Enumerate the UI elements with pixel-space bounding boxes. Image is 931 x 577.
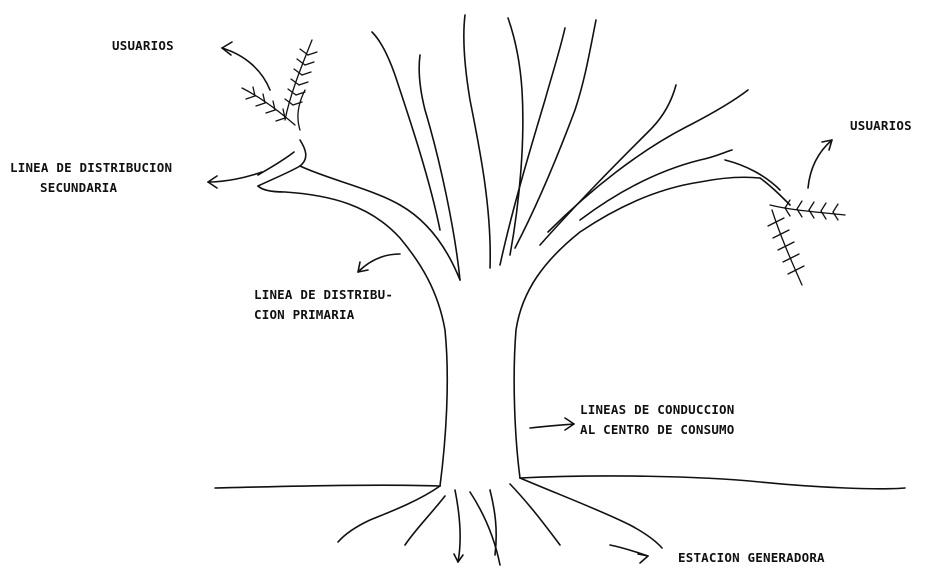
left-branch-lower xyxy=(257,151,295,176)
label-conduccion: LINEAS DE CONDUCCION AL CENTRO DE CONSUM… xyxy=(580,400,735,440)
usuarios-left-text: USUARIOS xyxy=(112,38,174,53)
left-branch-inner xyxy=(299,165,461,281)
secundaria-line1: LINEA DE DISTRIBUCION xyxy=(10,160,173,175)
trunk-left-edge xyxy=(257,185,449,487)
root-2 xyxy=(454,489,461,563)
center-branch-right-b xyxy=(499,27,566,266)
conduccion-line1: LINEAS DE CONDUCCION xyxy=(580,402,735,417)
right-branch-a xyxy=(539,84,677,246)
arrow-generadora xyxy=(609,544,649,564)
conduccion-line2: AL CENTRO DE CONSUMO xyxy=(580,422,735,437)
right-secondary-branch xyxy=(724,159,791,206)
trunk-right-edge xyxy=(513,176,761,479)
right-branch-c xyxy=(579,149,733,221)
left-branch-upper xyxy=(257,139,307,187)
root-7 xyxy=(404,495,446,546)
right-leaf-cluster xyxy=(767,199,846,286)
generadora-text: ESTACION GENERADORA xyxy=(678,550,825,565)
root-1 xyxy=(337,485,441,543)
left-leaf-cluster xyxy=(241,39,318,131)
root-4 xyxy=(489,489,497,556)
label-usuarios-right: USUARIOS xyxy=(850,116,912,136)
secundaria-line2: SECUNDARIA xyxy=(40,180,118,195)
root-3 xyxy=(469,491,501,566)
arrow-usuarios-right xyxy=(807,139,833,189)
label-secundaria: LINEA DE DISTRIBUCION SECUNDARIA xyxy=(10,158,172,198)
center-branch-left xyxy=(418,54,461,281)
center-branch-right xyxy=(514,19,597,249)
right-branch-b xyxy=(547,89,749,233)
label-primaria: LINEA DE DISTRIBU- CION PRIMARIA xyxy=(254,285,393,325)
root-5 xyxy=(509,483,561,546)
root-6 xyxy=(519,477,663,549)
center-branch-mid-b xyxy=(507,17,524,256)
label-generadora: ESTACION GENERADORA xyxy=(678,548,825,568)
primaria-line1: LINEA DE DISTRIBU- xyxy=(254,287,394,302)
arrow-conduccion xyxy=(529,417,575,431)
center-branch-mid xyxy=(463,14,492,269)
primaria-line2: CION PRIMARIA xyxy=(254,307,355,322)
ground-line xyxy=(214,475,906,490)
label-usuarios-left: USUARIOS xyxy=(112,36,174,56)
usuarios-right-text: USUARIOS xyxy=(850,118,912,133)
arrow-secundaria xyxy=(207,171,263,189)
arrow-usuarios-left xyxy=(221,41,271,91)
arrow-primaria xyxy=(357,253,401,273)
center-branch-left-b xyxy=(371,31,441,231)
arrow-root-down xyxy=(453,553,464,563)
